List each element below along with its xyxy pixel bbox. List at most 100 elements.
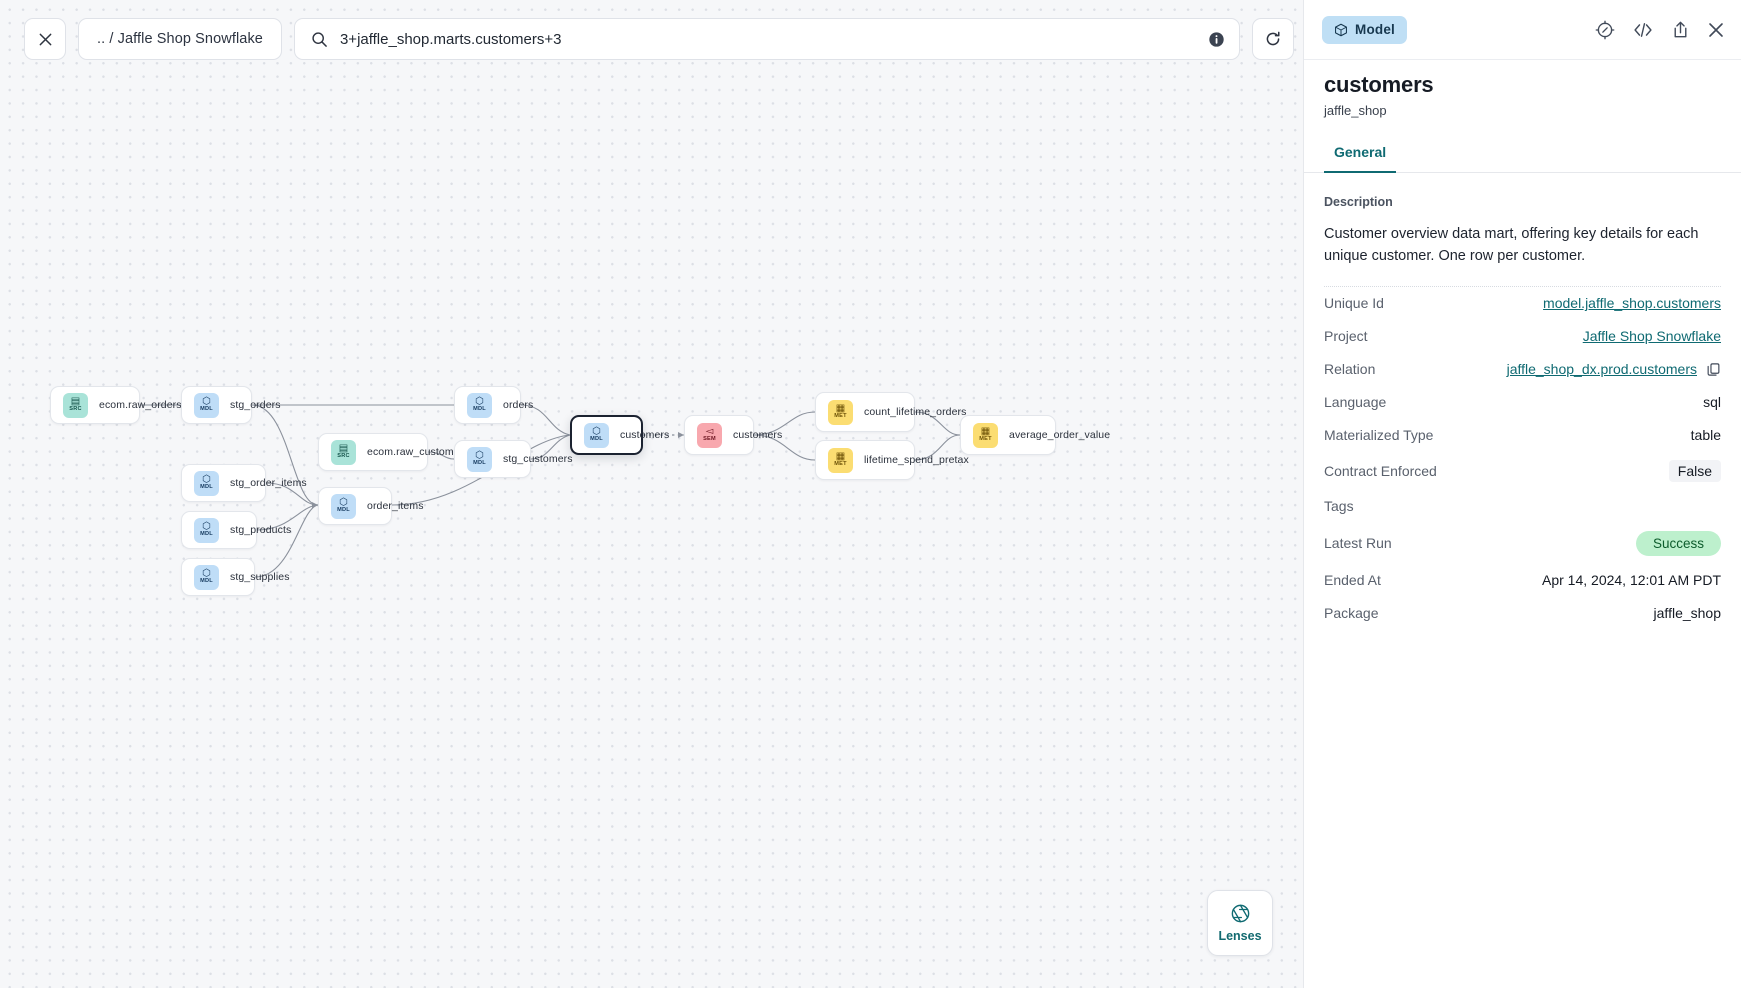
tab-general[interactable]: General [1324,144,1397,173]
details-panel: Model [1303,0,1741,988]
graph-node-orders[interactable]: ⬡MDL orders [454,386,533,424]
property-row: Project Jaffle Shop Snowflake [1324,320,1721,353]
info-icon[interactable] [1208,31,1225,48]
graph-node-label: stg_customers [503,453,573,465]
node-type-badge: Model [1322,15,1407,44]
graph-node-label: orders [503,399,534,411]
property-row: Tags [1324,490,1721,523]
mdl-node-icon: ⬡MDL [194,392,219,418]
graph-node-label: customers [733,429,783,441]
description-label: Description [1324,195,1393,209]
property-row: Language sql [1324,386,1721,419]
close-graph-button[interactable] [24,18,66,60]
property-label: Unique Id [1324,295,1384,312]
cube-icon [1335,23,1347,36]
sem-node-icon: ◅SEM [697,422,722,448]
property-label: Project [1324,328,1368,345]
property-value: False [1668,459,1721,482]
description-text: Customer overview data mart, offering ke… [1324,223,1721,287]
src-node-icon: ▤SRC [63,392,88,418]
aperture-icon [1231,904,1249,923]
property-value: sql [1703,394,1721,411]
mdl-node-icon: ⬡MDL [584,422,609,448]
graph-node-customers_model[interactable]: ⬡MDL customers [570,415,669,455]
details-heading: customers jaffle_shop [1304,59,1741,118]
graph-node-label: stg_order_items [230,477,307,489]
met-node-icon: ▦MET [973,422,998,448]
breadcrumb[interactable]: .. / Jaffle Shop Snowflake [78,18,282,60]
property-value[interactable]: Jaffle Shop Snowflake [1582,328,1721,345]
property-label: Package [1324,605,1379,622]
share-icon[interactable] [1671,20,1690,40]
graph-node-stg_order_items[interactable]: ⬡MDL stg_order_items [181,464,307,502]
graph-node-label: stg_orders [230,399,281,411]
property-row: Package jaffle_shop [1324,597,1721,630]
property-value: Apr 14, 2024, 12:01 AM PDT [1542,572,1721,589]
property-row: Unique Id model.jaffle_shop.customers [1324,287,1721,320]
graph-node-order_items[interactable]: ⬡MDL order_items [318,487,423,525]
copy-icon[interactable] [1706,362,1721,377]
search-input[interactable] [339,30,1196,48]
lenses-label: Lenses [1218,929,1262,943]
property-label: Relation [1324,361,1376,378]
graph-node-label: customers [620,429,670,441]
property-label: Contract Enforced [1324,462,1437,479]
graph-node-customers_semantic[interactable]: ◅SEM customers [684,415,782,455]
mdl-node-icon: ⬡MDL [194,470,219,496]
mdl-node-icon: ⬡MDL [467,392,492,418]
page-subtitle: jaffle_shop [1324,103,1387,118]
lenses-button[interactable]: Lenses [1207,890,1273,956]
details-content: Description Customer overview data mart,… [1304,173,1741,988]
property-value[interactable]: jaffle_shop_dx.prod.customers [1506,361,1697,378]
close-icon[interactable] [1707,21,1725,39]
details-panel-header: Model [1304,0,1741,59]
property-label: Ended At [1324,572,1381,589]
property-label: Language [1324,394,1387,411]
property-row: Ended At Apr 14, 2024, 12:01 AM PDT [1324,564,1721,597]
graph-node-label: lifetime_spend_pretax [864,454,969,466]
lineage-canvas[interactable]: .. / Jaffle Shop Snowflake [0,0,1303,988]
graph-node-label: order_items [367,500,424,512]
property-label: Materialized Type [1324,427,1434,444]
property-value[interactable]: model.jaffle_shop.customers [1543,295,1721,312]
mdl-node-icon: ⬡MDL [331,493,356,519]
page-title: customers [1324,72,1434,97]
src-node-icon: ▤SRC [331,439,356,465]
mdl-node-icon: ⬡MDL [194,517,219,543]
focus-icon[interactable] [1595,20,1615,40]
search-icon [312,31,327,47]
property-value: jaffle_shop [1653,605,1721,622]
met-node-icon: ▦MET [828,447,853,473]
graph-node-stg_products[interactable]: ⬡MDL stg_products [181,511,291,549]
graph-node-lifetime_spend_pretax[interactable]: ▦MET lifetime_spend_pretax [815,440,969,480]
mdl-node-icon: ⬡MDL [467,446,492,472]
mdl-node-icon: ⬡MDL [194,564,219,590]
lineage-search-box[interactable] [293,18,1240,60]
property-value: Success [1635,530,1721,556]
code-icon[interactable] [1632,20,1654,40]
property-label: Tags [1324,498,1354,515]
graph-node-label: stg_supplies [230,571,290,583]
property-value-with-copy: jaffle_shop_dx.prod.customers [1507,361,1721,377]
graph-node-label: stg_products [230,524,292,536]
property-value: table [1690,427,1721,444]
canvas-toolbar: .. / Jaffle Shop Snowflake [24,18,1294,60]
graph-node-stg_supplies[interactable]: ⬡MDL stg_supplies [181,558,289,596]
graph-node-stg_orders[interactable]: ⬡MDL stg_orders [181,386,281,424]
graph-node-label: count_lifetime_orders [864,406,967,418]
property-row: Relation jaffle_shop_dx.prod.customers [1324,353,1721,386]
node-type-label: Model [1355,22,1395,37]
refresh-icon [1266,31,1280,46]
property-row: Contract Enforced False [1324,452,1721,490]
property-row: Materialized Type table [1324,419,1721,452]
graph-node-stg_customers[interactable]: ⬡MDL stg_customers [454,440,572,478]
refresh-button[interactable] [1251,18,1294,60]
close-icon [39,33,51,45]
